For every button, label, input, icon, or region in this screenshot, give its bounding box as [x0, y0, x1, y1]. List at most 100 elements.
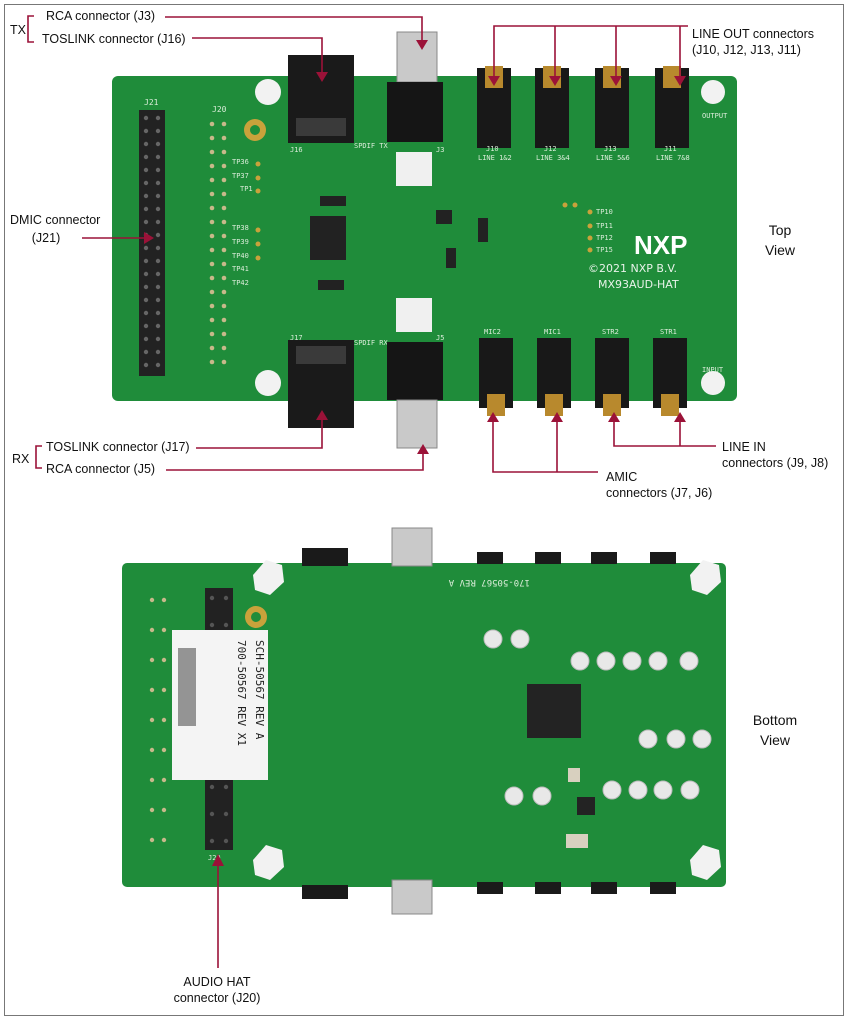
- arrow-icon: [610, 76, 622, 86]
- silk-model: MX93AUD-HAT: [598, 278, 679, 291]
- j21-pins: [143, 115, 161, 368]
- silk-tp: TP40: [232, 252, 249, 260]
- silk-j20-bottom: J20: [208, 854, 221, 862]
- silk-output: OUTPUT: [702, 112, 728, 120]
- mount-hole-icon: [255, 79, 281, 105]
- tx-label: TX: [10, 23, 26, 37]
- silk-tp: TP12: [596, 234, 613, 242]
- rca-j3-label: RCA connector (J3): [46, 9, 156, 23]
- silk-ref: J12: [544, 145, 557, 153]
- silk-mic: MIC1: [544, 328, 561, 336]
- silk-tp: TP39: [232, 238, 249, 246]
- mount-hole-icon: [701, 371, 725, 395]
- arrow-icon: [487, 412, 499, 422]
- silk-ref: J11: [664, 145, 677, 153]
- silk-copyright: ©2021 NXP B.V.: [588, 262, 677, 275]
- silk-mic: STR1: [660, 328, 677, 336]
- arrow-icon: [144, 232, 154, 244]
- silk-spdif-rx: SPDIF RX: [354, 339, 389, 347]
- arrow-icon: [417, 444, 429, 454]
- rca-j3-body: [387, 82, 443, 142]
- standoff-icon: [690, 845, 721, 880]
- top-view-label-1: Top: [768, 222, 792, 238]
- silk-tp: TP15: [596, 246, 613, 254]
- amic-leader: [492, 418, 598, 473]
- sticker-line2: 700-50567 REV X1: [235, 640, 248, 746]
- audio-hat-label-2: connector (J20): [173, 991, 261, 1005]
- bottom-board: J20 SCH-50567 REV A 700-50567 REV X1 170…: [122, 527, 726, 915]
- rca-j3-barrel: [396, 31, 438, 83]
- line-out-label-1: LINE OUT connectors: [692, 27, 815, 41]
- mount-hole-icon: [701, 80, 725, 104]
- rx-bracket-line: [35, 445, 42, 469]
- arrow-icon: [549, 76, 561, 86]
- arrow-icon: [551, 412, 563, 422]
- bottom-view-label-1: Bottom: [752, 712, 798, 728]
- arrow-icon: [488, 76, 500, 86]
- input-jacks: [479, 338, 687, 416]
- rx-label: RX: [12, 452, 30, 466]
- amic-label-2: connectors (J7, J6): [606, 486, 713, 500]
- dmic-label-1: DMIC connector: [10, 213, 101, 227]
- silk-mic: MIC2: [484, 328, 501, 336]
- standoff-icon: [690, 560, 721, 595]
- j20-holes: [209, 121, 227, 365]
- top-pcb: [112, 76, 737, 401]
- arrow-icon: [674, 412, 686, 422]
- bottom-pcb: [122, 563, 726, 887]
- codec-ic-icon: [527, 684, 581, 738]
- toslink-j17-leader: [196, 418, 323, 449]
- arrow-icon: [608, 412, 620, 422]
- rca-j5-body: [387, 342, 443, 400]
- arrow-icon: [212, 854, 224, 866]
- rca-j3-leader: [165, 16, 423, 44]
- barcode-icon: [178, 648, 196, 726]
- toslink-j17-label: TOSLINK connector (J17): [46, 440, 190, 454]
- silk-tp: TP37: [232, 172, 249, 180]
- silk-line-out: LINE 5&6: [596, 154, 630, 162]
- tx-bracket-line: [27, 15, 34, 43]
- mount-hole-icon: [255, 370, 281, 396]
- silk-line-out: LINE 1&2: [478, 154, 512, 162]
- top-view-label-2: View: [764, 242, 796, 258]
- silk-j21: J21: [144, 98, 159, 107]
- arrow-icon: [674, 76, 686, 86]
- standoff-icon: [253, 845, 284, 880]
- optical-module-icon: [396, 298, 432, 332]
- rca-j5-label: RCA connector (J5): [46, 462, 156, 476]
- silk-spdif-tx: SPDIF TX: [354, 142, 389, 150]
- silk-tp: TP10: [596, 208, 613, 216]
- toslink-j16-label: TOSLINK connector (J16): [42, 32, 186, 46]
- silk-tp: TP42: [232, 279, 249, 287]
- silk-tp: TP36: [232, 158, 249, 166]
- silk-j16: J16: [290, 146, 303, 154]
- toslink-j16-leader: [192, 37, 323, 76]
- dmic-label-2: (J21): [31, 231, 61, 245]
- nxp-logo: NXP: [634, 230, 687, 260]
- line-in-label-1: LINE IN: [722, 440, 766, 454]
- silk-input: INPUT: [702, 366, 724, 374]
- line-out-label-2: (J10, J12, J13, J11): [692, 43, 801, 57]
- line-out-leader: [493, 25, 688, 80]
- optical-module-icon: [396, 152, 432, 186]
- callout-lines: [27, 15, 716, 968]
- rca-j5-barrel: [396, 399, 438, 449]
- capacitors: [483, 629, 712, 806]
- amic-label-1: AMIC: [606, 470, 638, 484]
- silk-line-out: LINE 3&4: [536, 154, 570, 162]
- silk-ref: J13: [604, 145, 617, 153]
- silk-mic: STR2: [602, 328, 619, 336]
- audio-hat-label-1: AUDIO HAT: [183, 975, 251, 989]
- line-in-label-2: connectors (J9, J8): [722, 456, 829, 470]
- standoff-icon: [253, 560, 284, 595]
- ic-chip-icon: [310, 216, 346, 260]
- silk-tp: TP1: [240, 185, 253, 193]
- arrow-icon: [416, 40, 428, 50]
- silk-j3: J3: [436, 146, 444, 154]
- silk-tp: TP11: [596, 222, 613, 230]
- figure-frame: [4, 4, 844, 1016]
- top-board: J21 J20 TP36 TP37 TP1 TP38 TP3: [112, 31, 737, 449]
- silk-tp: TP41: [232, 265, 249, 273]
- sticker-line1: SCH-50567 REV A: [253, 640, 266, 740]
- arrow-icon: [316, 410, 328, 420]
